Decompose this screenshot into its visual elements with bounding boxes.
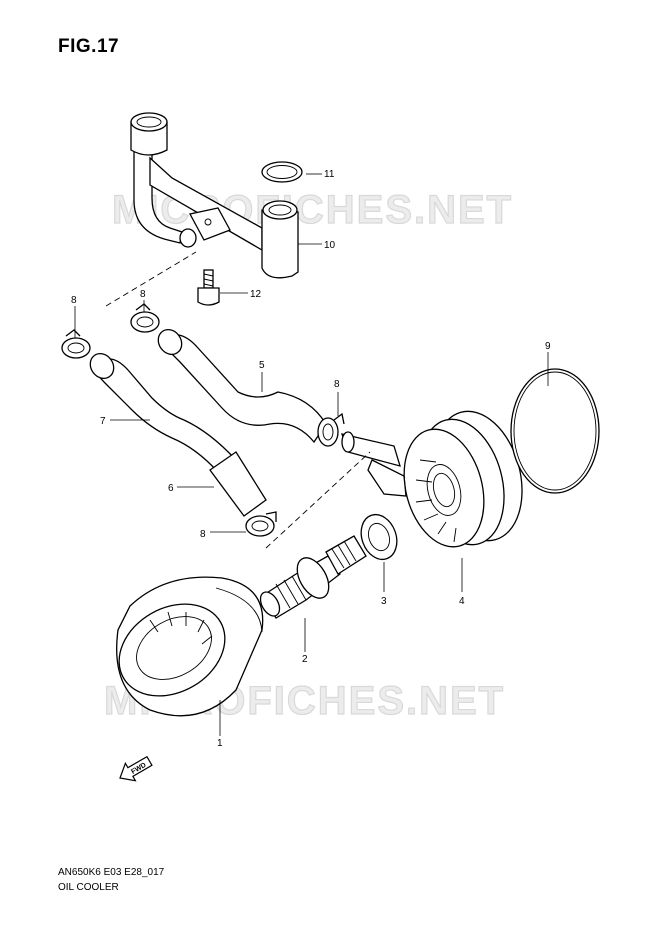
callout-8-left: 8 bbox=[71, 295, 77, 306]
figure-code: AN650K6 E03 E28_017 bbox=[58, 867, 165, 878]
o-ring-part-11 bbox=[261, 161, 303, 183]
clamp-part-8-upper bbox=[130, 303, 160, 333]
gasket-part-9 bbox=[510, 368, 600, 494]
callout-11: 11 bbox=[324, 169, 335, 180]
callout-7: 7 bbox=[100, 416, 106, 427]
callout-1: 1 bbox=[217, 738, 223, 749]
callout-10: 10 bbox=[324, 240, 336, 251]
fwd-label: FWD bbox=[130, 762, 147, 776]
callout-2: 2 bbox=[302, 654, 308, 665]
callout-8-upper: 8 bbox=[140, 289, 146, 300]
oil-filter-part-1 bbox=[116, 576, 264, 717]
callout-9: 9 bbox=[545, 341, 551, 352]
figure-title: FIG.17 bbox=[58, 36, 120, 57]
callout-12: 12 bbox=[250, 289, 262, 300]
callout-6: 6 bbox=[168, 483, 174, 494]
clamp-part-8-lower bbox=[245, 511, 277, 537]
figure-name: OIL COOLER bbox=[58, 882, 119, 893]
callout-8-right: 8 bbox=[334, 379, 340, 390]
callout-8-lower: 8 bbox=[200, 529, 206, 540]
callout-3: 3 bbox=[381, 596, 387, 607]
washer-part-3 bbox=[360, 513, 398, 561]
clamp-part-8-right bbox=[317, 412, 345, 447]
callout-4: 4 bbox=[459, 596, 465, 607]
callout-5: 5 bbox=[259, 360, 265, 371]
bolt-part-12 bbox=[197, 269, 220, 306]
union-bolt-part-2 bbox=[259, 535, 367, 619]
hose-part-7 bbox=[89, 352, 237, 473]
clamp-part-8-left bbox=[61, 329, 91, 359]
hose-part-6 bbox=[209, 451, 267, 517]
fwd-arrow-icon: FWD bbox=[119, 755, 153, 782]
oil-pipe-part-10 bbox=[130, 112, 299, 279]
oil-cooler-part-4 bbox=[341, 410, 523, 548]
watermark-top: MICROFICHES.NET bbox=[112, 188, 513, 232]
